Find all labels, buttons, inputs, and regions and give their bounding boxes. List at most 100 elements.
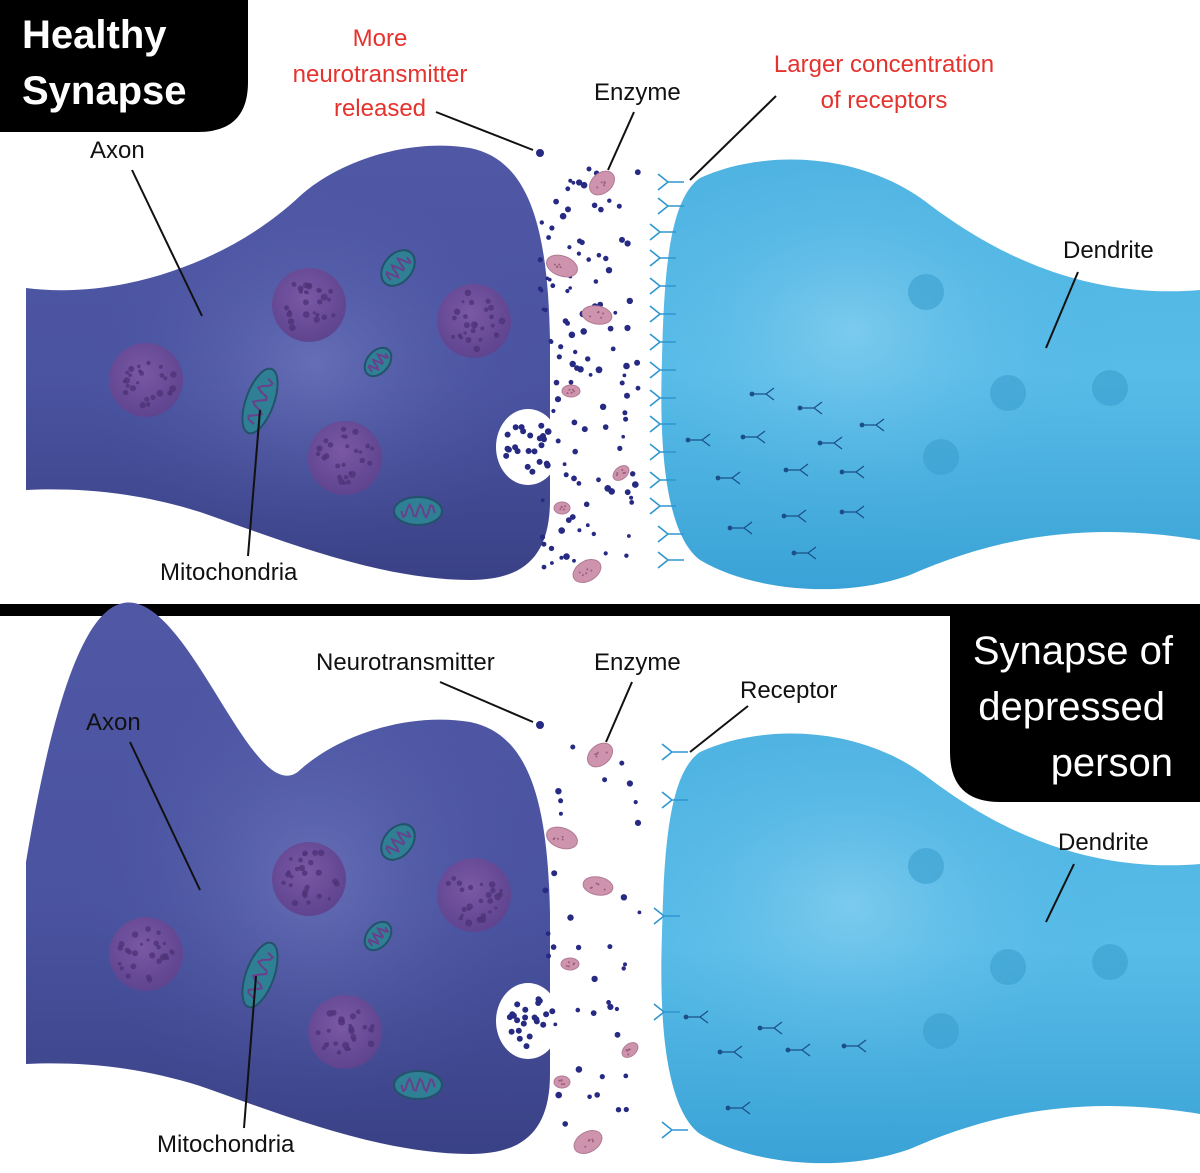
neurotransmitter-icon <box>555 1091 562 1099</box>
vesicle-icon <box>496 409 560 485</box>
neurotransmitter-icon <box>546 235 551 240</box>
neurotransmitter-icon <box>616 203 622 209</box>
neurotransmitter-icon <box>607 944 613 950</box>
neurotransmitter-icon <box>572 448 578 455</box>
neurotransmitter-icon <box>621 966 626 971</box>
neurotransmitter-icon <box>623 1073 629 1079</box>
neurotransmitter-label-2: neurotransmitter <box>293 61 468 88</box>
neurotransmitter-icon <box>542 887 549 894</box>
neurotransmitter-icon <box>583 501 590 508</box>
internal-receptor-group <box>683 1010 867 1115</box>
title-badge <box>950 616 1200 802</box>
neurotransmitter-icon <box>540 498 545 503</box>
receptor-icon <box>749 387 775 401</box>
receptor-icon <box>685 433 711 447</box>
receptor-icon <box>649 471 676 489</box>
receptor-icon <box>725 1101 751 1115</box>
neurotransmitter-icon <box>547 277 552 282</box>
neurotransmitter-icon <box>586 257 591 262</box>
neurotransmitter-icon <box>539 220 544 225</box>
neurotransmitter-icon <box>591 202 598 209</box>
neurotransmitter-icon <box>590 1010 597 1016</box>
neurotransmitter-icon <box>554 396 562 403</box>
neurotransmitter-icon <box>544 462 551 469</box>
neurotransmitter-leader <box>435 111 534 151</box>
neurotransmitter-icon <box>624 553 629 558</box>
neurotransmitter-icon <box>615 1107 622 1113</box>
neurotransmitter-icon <box>624 489 631 496</box>
nucleus-icon <box>272 268 346 342</box>
neurotransmitter-icon <box>623 362 630 370</box>
neurotransmitter-icon <box>568 178 573 183</box>
neurotransmitter-icon <box>546 953 551 959</box>
enzyme-icon <box>588 170 616 196</box>
receptor-group <box>653 743 688 1139</box>
nucleus-icon <box>272 842 346 916</box>
neurotransmitter-icon <box>553 1022 558 1027</box>
receptor-icon <box>727 521 753 535</box>
neurotransmitter-icon <box>627 534 631 538</box>
enzyme-icon <box>561 384 581 398</box>
enzyme-icon <box>572 559 602 583</box>
neurotransmitter-icon <box>610 346 616 352</box>
neurotransmitter-icon <box>575 1066 583 1073</box>
neurotransmitter-icon <box>634 359 641 366</box>
neurotransmitter-icon <box>563 553 570 560</box>
enzyme-label: Enzyme <box>594 649 681 676</box>
healthy-synapse-panel: Healthy Synapse Axon Mitochondria More n… <box>0 0 1200 590</box>
axon-label: Axon <box>86 709 141 736</box>
neurotransmitter-icon <box>555 788 562 795</box>
neurotransmitter-icon <box>562 462 567 467</box>
enzyme-leader <box>605 681 633 743</box>
neurotransmitter-icon <box>598 206 604 213</box>
neurotransmitter-icon <box>629 495 634 500</box>
neurotransmitter-icon <box>620 894 628 901</box>
neurotransmitter-icon <box>623 1106 629 1113</box>
nucleus-icon <box>109 917 183 991</box>
neurotransmitter-icon <box>576 481 582 486</box>
enzyme-icon <box>560 957 580 971</box>
neurotransmitter-icon <box>559 555 564 560</box>
neurotransmitter-icon <box>603 551 608 556</box>
receptor-icon <box>657 551 684 569</box>
neurotransmitter-icon <box>594 1092 600 1098</box>
mitochondrion-icon <box>363 920 393 952</box>
neurotransmitter-icon <box>549 225 555 231</box>
panel-divider <box>0 604 1200 616</box>
receptor-icon <box>781 509 807 523</box>
neurotransmitter-icon <box>536 149 544 157</box>
neurotransmitter-icon <box>565 517 572 523</box>
neurotransmitter-icon <box>562 318 569 324</box>
receptor-icon <box>740 430 766 444</box>
neurotransmitter-icon <box>606 1000 611 1005</box>
neurotransmitter-icon <box>632 481 639 488</box>
synaptic-cleft <box>496 166 641 583</box>
dendrite-vesicles <box>908 274 1128 475</box>
neurotransmitter-icon <box>553 198 559 205</box>
receptor-icon <box>783 463 809 477</box>
synaptic-cleft <box>496 742 642 1154</box>
receptor-icon <box>649 415 676 433</box>
neurotransmitter-icon <box>537 257 543 263</box>
nucleus-icon <box>308 995 382 1069</box>
neurotransmitter-icon <box>614 1031 621 1038</box>
receptor-icon <box>661 791 688 809</box>
neurotransmitter-icon <box>555 438 561 444</box>
neurotransmitter-icon <box>581 426 588 433</box>
receptor-label-1: Larger concentration <box>774 51 994 78</box>
receptor-icon <box>791 546 817 560</box>
neurotransmitter-icon <box>580 328 587 335</box>
enzyme-icon <box>621 1042 639 1058</box>
title-line-1: Healthy <box>22 13 167 57</box>
receptor-icon <box>839 505 865 519</box>
receptor-icon <box>717 1045 743 1059</box>
neurotransmitter-icon <box>563 472 569 478</box>
neurotransmitter-label-1: More <box>353 25 408 52</box>
neurotransmitter-icon <box>551 870 558 877</box>
neurotransmitter-icon <box>573 349 578 355</box>
neurotransmitter-icon <box>545 931 551 936</box>
depressed-synapse-panel: Synapse of depressed person Axon Mitocho… <box>26 602 1200 1164</box>
enzyme-leader <box>607 111 635 171</box>
axon-organelles <box>109 823 511 1100</box>
neurotransmitter-icon <box>556 354 562 360</box>
